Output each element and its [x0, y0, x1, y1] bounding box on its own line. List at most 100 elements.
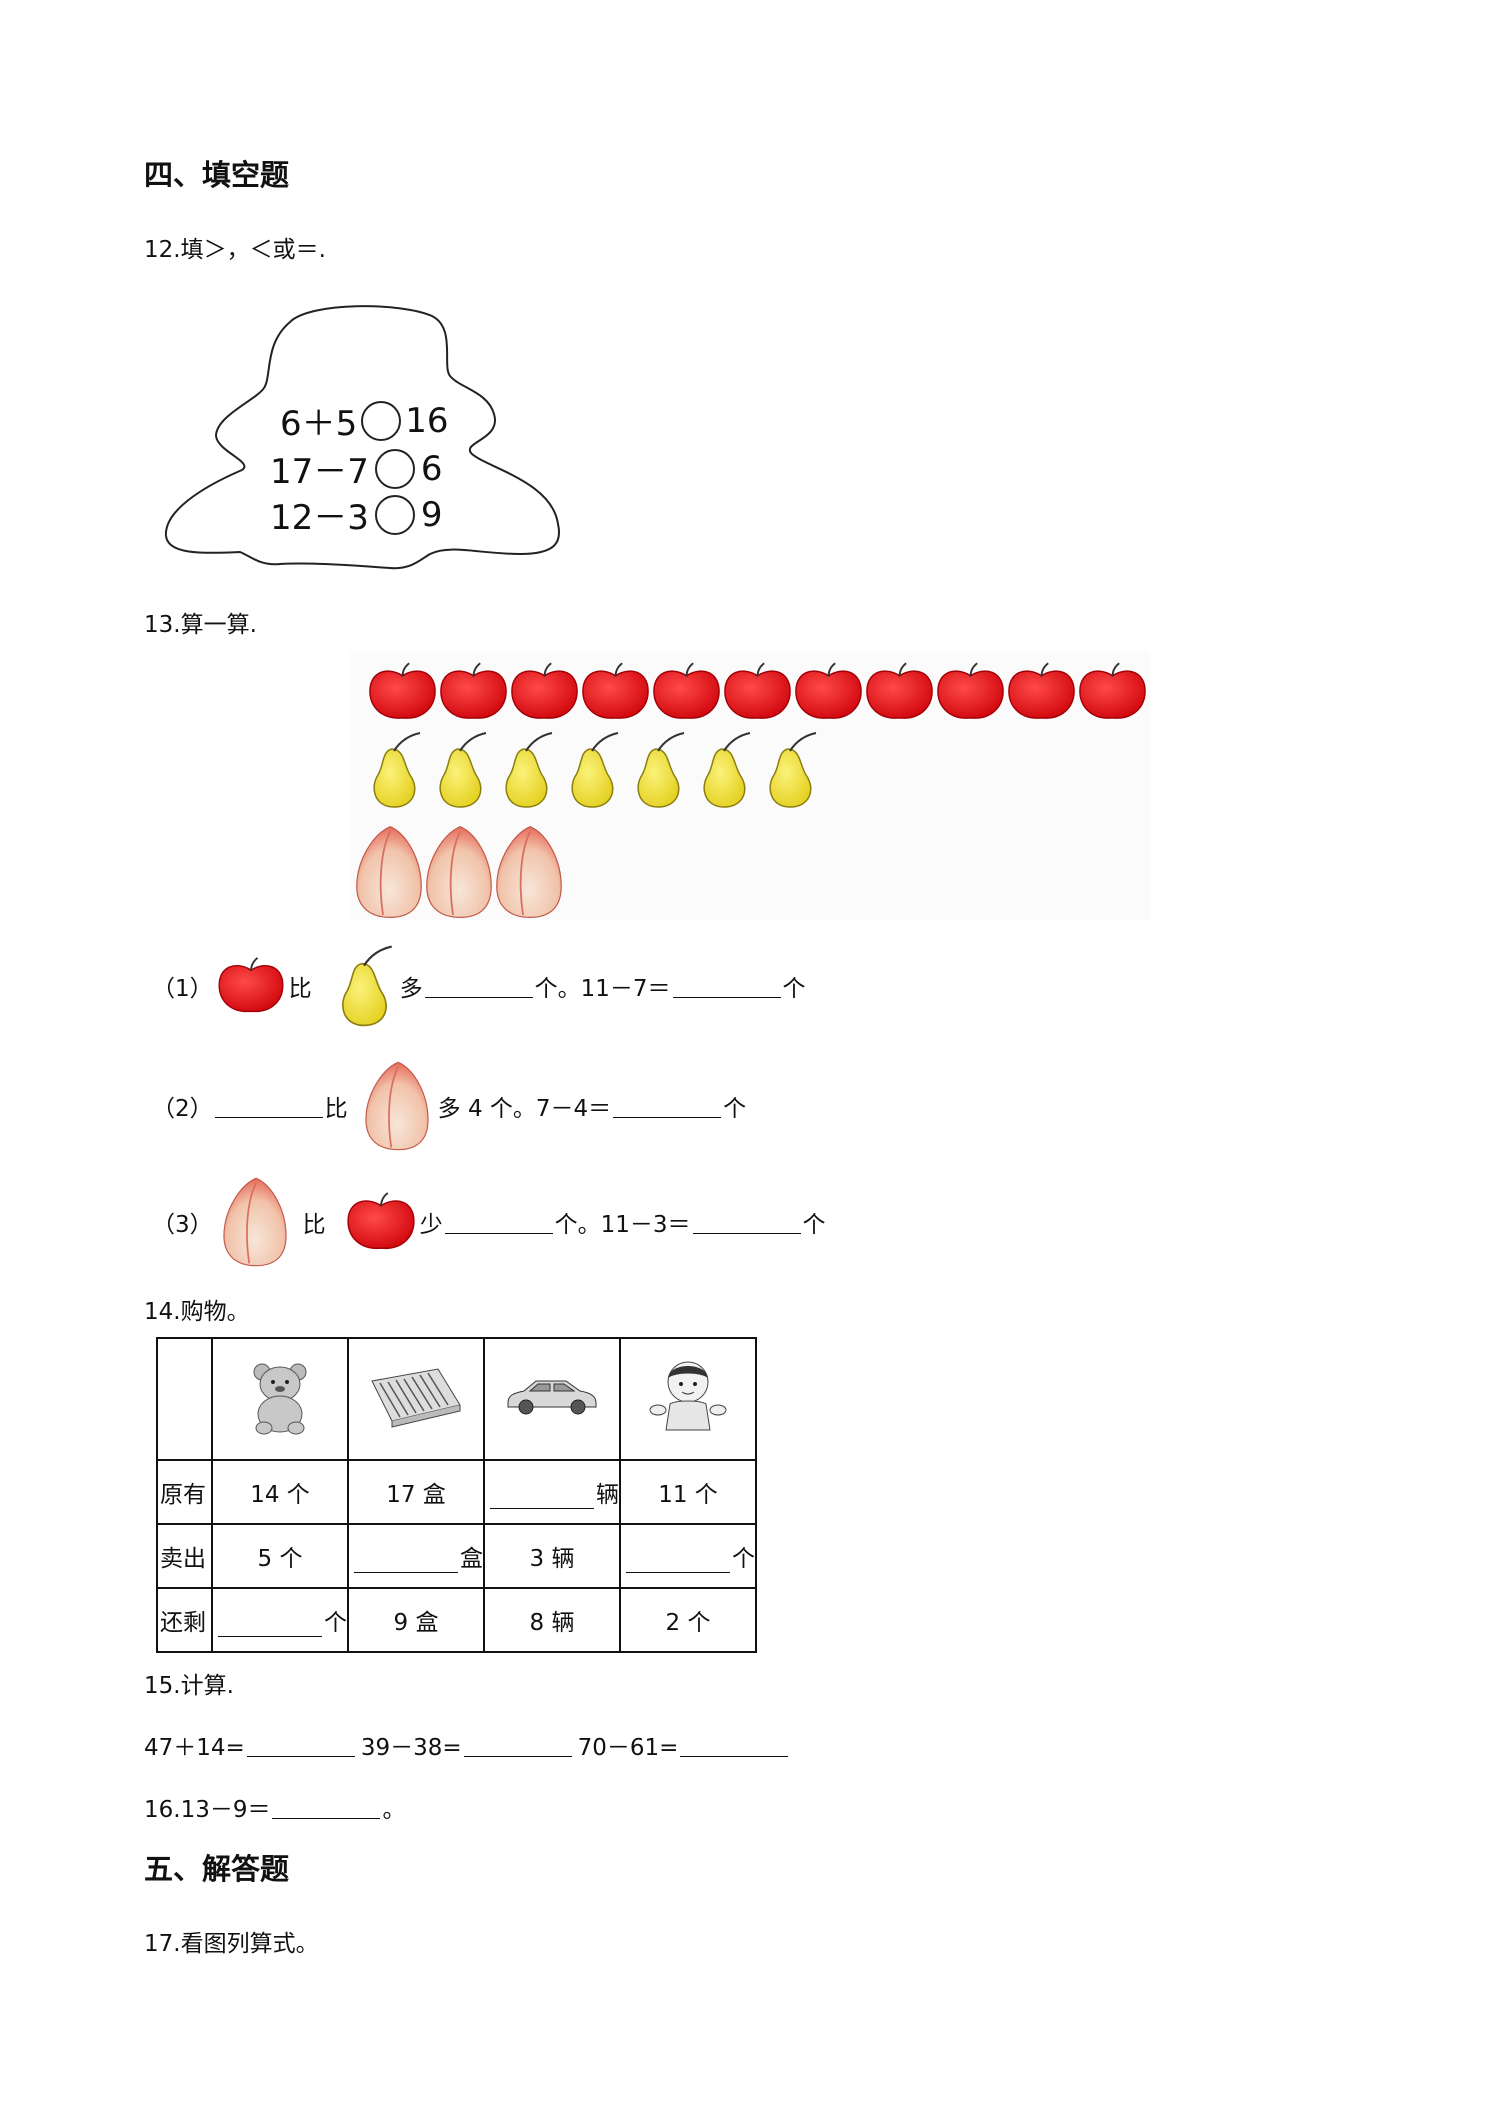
table-row: [156, 1337, 757, 1461]
compare-left-2: 17－7: [270, 452, 369, 492]
apple-icon: [652, 662, 721, 722]
section-title-5: 五、解答题: [144, 1852, 290, 1886]
section-title-4: 四、填空题: [144, 158, 290, 192]
question-16-label: 16.13－9＝: [144, 1797, 271, 1823]
answer-blank-14-car[interactable]: [490, 1486, 594, 1509]
answer-blank-13-3b[interactable]: [692, 1211, 801, 1234]
answer-blank-13-1a[interactable]: [424, 975, 533, 998]
more-text: 多: [399, 976, 423, 1002]
table-cell: 辆: [483, 1459, 621, 1525]
compare-right-3: 9: [420, 494, 443, 535]
compare-right-2: 6: [420, 448, 443, 489]
answer-blank-13-3a[interactable]: [444, 1211, 553, 1234]
compare-left-1: 6＋5: [280, 404, 358, 444]
expression-1: 47＋14=: [144, 1735, 245, 1761]
shopping-table: 原有 14 个 17 盒 辆 11 个 卖出 5 个 盒 3 辆 个 还剩 个 …: [156, 1337, 757, 1653]
compare-circle-3[interactable]: [374, 494, 415, 535]
table-cell: 11 个: [619, 1459, 757, 1525]
unit-text: 盒: [460, 1546, 483, 1572]
pear-icon: [760, 730, 820, 810]
unit-text: 辆: [596, 1482, 619, 1508]
question-13-2: （2） 比 多 4 个。7－4＝ 个: [152, 1060, 746, 1152]
bear-icon: [253, 1363, 307, 1435]
doll-icon: [649, 1361, 727, 1431]
row-label: 还剩: [156, 1587, 213, 1653]
question-17-label: 17.看图列算式。: [144, 1931, 319, 1957]
sub-number-1: （1）: [152, 976, 213, 1002]
table-cell: 14 个: [211, 1459, 349, 1525]
answer-blank-14-bear[interactable]: [218, 1614, 322, 1637]
question-15-expressions: 47＋14= 39－38= 70－61=: [144, 1728, 790, 1762]
apple-icon: [723, 662, 792, 722]
compare-row-2: 17－7 6: [270, 444, 443, 493]
apple-icon: [936, 662, 1005, 722]
peach-icon: [360, 1060, 434, 1152]
apple-icon: [439, 662, 508, 722]
pear-icon: [364, 730, 424, 810]
unit-text: 个: [732, 1546, 755, 1572]
peach-icon: [492, 824, 566, 920]
pear-icon: [496, 730, 556, 810]
answer-blank-15-2[interactable]: [463, 1734, 572, 1757]
compare-right-1: 16: [405, 400, 449, 441]
answer-blank-13-2a[interactable]: [214, 1095, 323, 1118]
compare-row-3: 12－3 9: [270, 490, 443, 539]
answer-blank-16[interactable]: [272, 1796, 381, 1819]
table-cell: 9 盒: [347, 1587, 485, 1653]
question-13-1: （1） 比 多 个。11－7＝ 个: [152, 944, 806, 1028]
answer-blank-13-2b[interactable]: [613, 1095, 722, 1118]
unit-text: 个。11－7＝: [534, 976, 671, 1002]
pear-icon: [628, 730, 688, 810]
table-cell: 个: [619, 1523, 757, 1589]
pear-icon: [694, 730, 754, 810]
table-row: 卖出 5 个 盒 3 辆 个: [156, 1523, 757, 1589]
compare-circle-1[interactable]: [361, 400, 402, 441]
table-cell: 17 盒: [347, 1459, 485, 1525]
peach-icon: [352, 824, 426, 920]
answer-blank-15-1[interactable]: [246, 1734, 355, 1757]
tree-figure: 6＋5 16 17－7 6 12－3 9: [160, 292, 580, 572]
pear-icon: [430, 730, 490, 810]
expression-3: 70－61=: [577, 1735, 679, 1761]
bi-text: 比: [288, 976, 312, 1002]
question-14-label: 14.购物。: [144, 1299, 250, 1325]
apple-icon: [346, 1192, 416, 1252]
question-15-label: 15.计算.: [144, 1673, 234, 1699]
apple-icon: [510, 662, 579, 722]
answer-blank-13-1b[interactable]: [672, 975, 781, 998]
apple-icon: [581, 662, 650, 722]
answer-blank-14-box[interactable]: [354, 1550, 458, 1573]
apple-icon: [1007, 662, 1076, 722]
table-cell: 个: [211, 1587, 349, 1653]
table-cell: [619, 1337, 757, 1461]
question-13-3: （3） 比 少 个。11－3＝ 个: [152, 1176, 826, 1268]
peach-icon: [217, 1176, 293, 1268]
apple-icon: [794, 662, 863, 722]
table-corner-cell: [156, 1337, 213, 1461]
pear-row: [364, 730, 826, 810]
fruit-picture: [350, 652, 1150, 920]
compare-circle-2[interactable]: [374, 448, 415, 489]
unit-text: 个: [324, 1610, 347, 1636]
compare-row-1: 6＋5 16: [280, 396, 449, 445]
apple-icon: [1078, 662, 1147, 722]
sub-number-2: （2）: [152, 1096, 213, 1122]
less-text: 少: [419, 1212, 443, 1238]
row-label: 原有: [156, 1459, 213, 1525]
peach-row: [352, 824, 562, 920]
table-cell: [347, 1337, 485, 1461]
apple-icon: [217, 957, 285, 1015]
pear-icon: [332, 944, 396, 1028]
car-icon: [507, 1380, 597, 1415]
answer-blank-15-3[interactable]: [680, 1734, 789, 1757]
answer-blank-14-doll[interactable]: [626, 1550, 730, 1573]
bi-text: 比: [302, 1212, 326, 1238]
table-row: 原有 14 个 17 盒 辆 11 个: [156, 1459, 757, 1525]
table-row: 还剩 个 9 盒 8 辆 2 个: [156, 1587, 757, 1653]
table-cell: 2 个: [619, 1587, 757, 1653]
unit-text: 个。11－3＝: [554, 1212, 691, 1238]
apple-icon: [368, 662, 437, 722]
bi-text: 比: [324, 1096, 348, 1122]
row-label: 卖出: [156, 1523, 213, 1589]
table-cell: 8 辆: [483, 1587, 621, 1653]
